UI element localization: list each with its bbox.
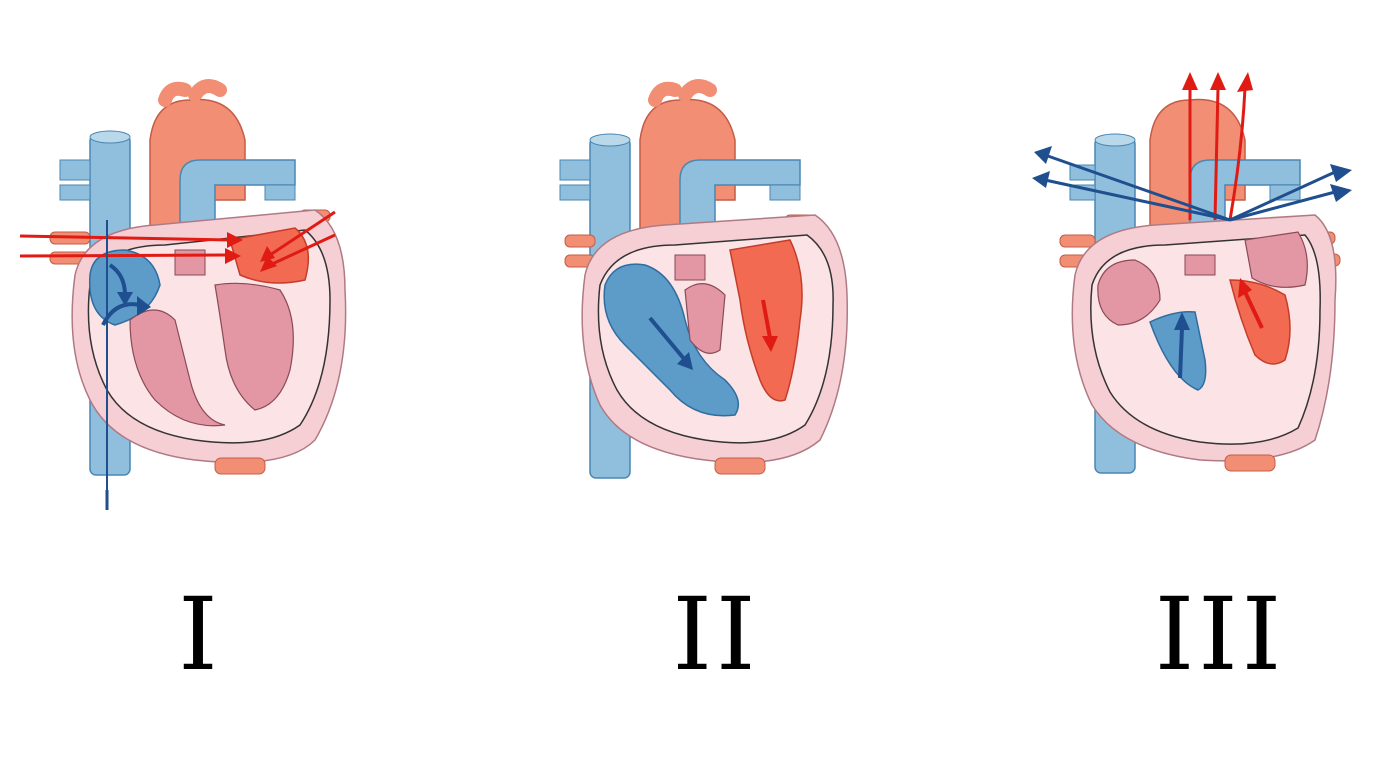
heart-diagram-icon [19, 79, 347, 510]
blood-flow-arrow-icon [1032, 72, 1352, 379]
panel-label-2: II [672, 576, 760, 693]
heart-panel-3 [1030, 60, 1391, 530]
blood-flow-arrow-icon [648, 299, 778, 370]
right-atrium [1097, 259, 1161, 326]
heart-panel-2 [545, 60, 945, 530]
right-ventricle [129, 309, 226, 427]
panel-label-3: III [1154, 576, 1286, 693]
right-ventricle [603, 263, 740, 417]
panel-label-1: I [178, 576, 222, 693]
blood-flow-arrow-icon [19, 210, 336, 267]
heart-diagram-icon [559, 79, 849, 479]
left-ventricle [214, 282, 294, 411]
right-ventricle [1149, 310, 1207, 391]
left-atrium [1244, 231, 1308, 288]
heart-diagram-icon [1032, 72, 1352, 474]
heart-panel-1 [15, 60, 415, 530]
